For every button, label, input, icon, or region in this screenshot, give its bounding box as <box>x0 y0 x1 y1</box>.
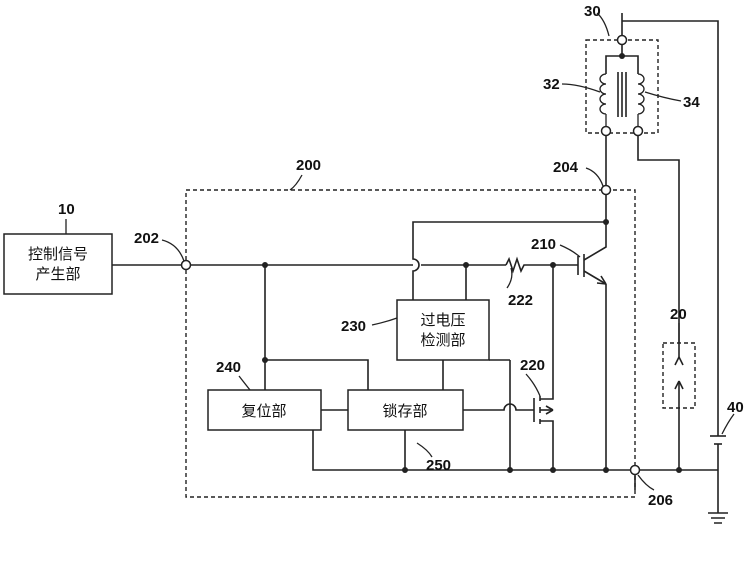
igbt-210 <box>577 214 607 285</box>
wire-ground-bus <box>312 430 718 471</box>
junction-node <box>676 467 682 473</box>
wire-battery-line <box>622 20 719 436</box>
wire-latch-to-mosfet <box>463 403 534 411</box>
junction-node <box>603 467 609 473</box>
control-signal-box <box>3 233 113 295</box>
ref-label-230: 230 <box>341 318 366 335</box>
drive-unit-boundary <box>185 189 636 498</box>
wire-secondary <box>637 135 680 343</box>
junction-node <box>262 357 268 363</box>
control-signal-label-1: 控制信号 <box>28 245 88 263</box>
ref-label-10: 10 <box>58 201 75 218</box>
control-signal-label-2: 产生部 <box>35 265 80 283</box>
junction-node <box>550 262 556 268</box>
junction-node <box>402 467 408 473</box>
leader-lines <box>65 12 735 491</box>
ref-label-222: 222 <box>508 292 533 309</box>
mosfet-220 <box>533 265 554 470</box>
ignition-coil-windings <box>599 13 645 127</box>
ref-label-20: 20 <box>670 306 687 323</box>
ref-label-220: 220 <box>520 357 545 374</box>
ref-label-210: 210 <box>531 236 556 253</box>
ref-label-250: 250 <box>426 457 451 474</box>
resistor-222 <box>505 256 578 274</box>
overvoltage-detector-label-2: 检测部 <box>420 331 465 349</box>
junction-node <box>507 467 513 473</box>
terminal-202 <box>180 259 192 271</box>
ground-symbol <box>708 512 728 524</box>
junction-node <box>619 53 625 59</box>
ref-label-202: 202 <box>134 230 159 247</box>
ref-label-204: 204 <box>553 159 579 176</box>
coil-terminal-primary <box>600 125 612 137</box>
ref-label-34: 34 <box>683 94 700 111</box>
junction-node <box>262 262 268 268</box>
reset-unit-box <box>207 389 322 431</box>
junction-node <box>603 219 609 225</box>
terminal-206 <box>629 464 641 476</box>
ref-label-32: 32 <box>543 76 560 93</box>
spark-plug-electrodes <box>674 343 684 470</box>
ref-label-40: 40 <box>727 399 744 416</box>
wire-input-to-latch <box>265 359 369 390</box>
battery-40 <box>710 435 726 513</box>
coil-terminal-secondary <box>632 125 644 137</box>
overvoltage-detector-label-1: 过电压 <box>420 311 465 329</box>
terminal-204 <box>600 184 612 196</box>
ref-label-206: 206 <box>648 492 673 509</box>
coil-terminal-top <box>616 34 628 46</box>
reset-unit-label: 复位部 <box>241 402 286 420</box>
junction-node <box>463 262 469 268</box>
ref-label-200: 200 <box>296 157 321 174</box>
wire-sense <box>412 221 606 300</box>
overvoltage-detector-box <box>396 299 490 361</box>
ref-label-240: 240 <box>216 359 241 376</box>
junction-node <box>550 467 556 473</box>
latch-unit-label: 锁存部 <box>382 402 427 420</box>
ref-label-30: 30 <box>584 3 601 20</box>
